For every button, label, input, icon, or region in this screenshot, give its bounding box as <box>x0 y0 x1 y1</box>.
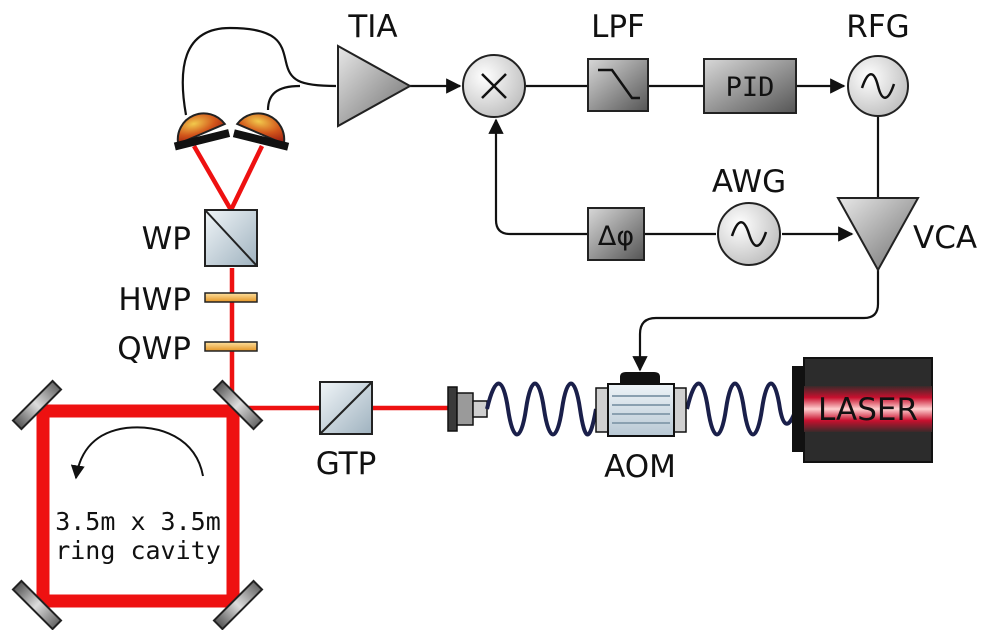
mixer <box>462 54 526 118</box>
laser-source <box>792 357 933 463</box>
photodetector-right <box>232 112 290 151</box>
mirror-top-right <box>212 379 264 431</box>
pid-block <box>703 58 797 114</box>
mirror-bottom-left <box>11 579 63 630</box>
phase-shifter-label: Δφ <box>598 221 634 252</box>
fiber-coil-right <box>685 381 798 437</box>
fiber-coupler <box>447 386 488 432</box>
detector-right-wire <box>266 84 301 111</box>
hwp-label: HWP <box>118 282 191 318</box>
awg-generator <box>717 202 781 266</box>
gtp-label: GTP <box>316 446 377 482</box>
signal-wires <box>181 26 880 372</box>
mirror-bottom-right <box>212 579 264 630</box>
detector-left-wire <box>181 26 337 116</box>
mirror-top-left <box>11 379 63 431</box>
phase-to-mixer-wire <box>488 118 588 236</box>
aom <box>595 372 687 437</box>
circulation-arrow-icon <box>70 426 204 480</box>
lpf-label: LPF <box>591 9 645 45</box>
tia-label: TIA <box>347 9 397 45</box>
cavity-type-label: ring cavity <box>55 536 221 565</box>
photodetector-left <box>173 112 231 151</box>
rf-generator <box>847 55 909 117</box>
wp-label: WP <box>142 221 191 257</box>
half-wave-plate <box>204 292 258 303</box>
split-beam-left <box>192 144 233 212</box>
sine-icon <box>860 73 896 99</box>
fiber-coil-left <box>485 381 598 437</box>
lpf-block <box>587 58 649 112</box>
qwp-label: QWP <box>117 331 191 367</box>
ring-cavity-beam <box>36 404 240 608</box>
sine-icon <box>730 221 768 247</box>
vca-to-aom-wire <box>632 270 880 372</box>
vca-amplifier <box>836 197 920 273</box>
awg-label: AWG <box>712 164 786 200</box>
aom-label: AOM <box>604 449 676 485</box>
laser-label: LASER <box>818 392 918 428</box>
split-beam-right <box>228 145 265 211</box>
rfg-label: RFG <box>846 9 909 45</box>
tia-amplifier <box>337 44 413 128</box>
quarter-wave-plate <box>204 341 258 352</box>
vca-label: VCA <box>913 220 977 256</box>
lowpass-icon <box>598 68 640 100</box>
wollaston-prism <box>204 209 258 267</box>
pid-label: PID <box>726 72 775 103</box>
glan-taylor-prism <box>319 381 373 435</box>
cavity-size-label: 3.5m x 3.5m <box>55 507 221 536</box>
multiply-icon <box>481 73 507 99</box>
phase-shifter-block <box>587 207 645 261</box>
